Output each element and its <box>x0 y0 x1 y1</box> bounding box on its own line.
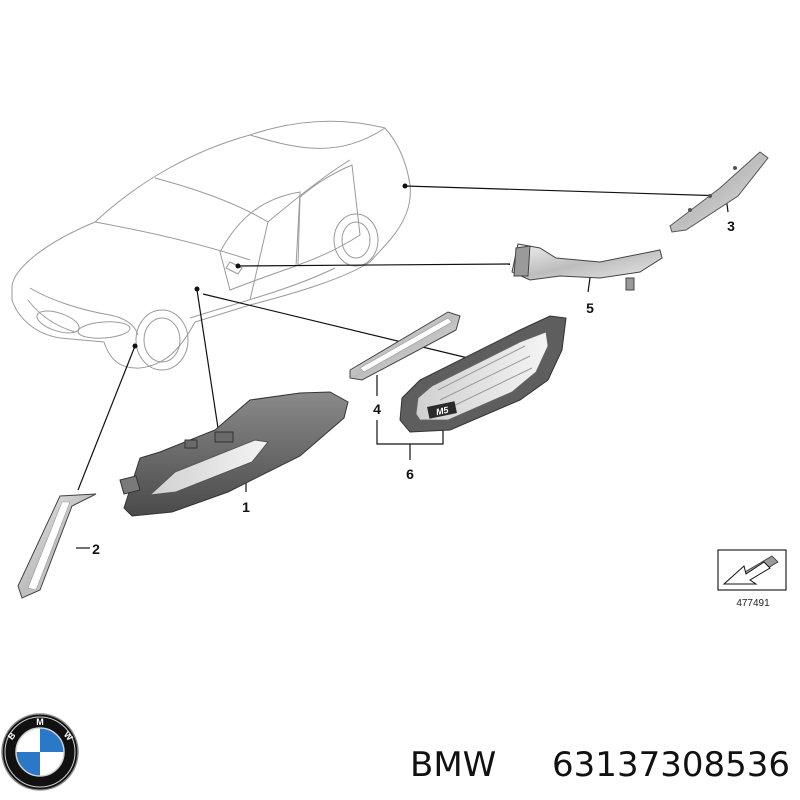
m5-badge-text: M5 <box>435 405 450 418</box>
part-number: 63137308536 <box>552 745 790 785</box>
part-6-grille-trim: M5 <box>399 315 567 433</box>
callout-3: 3 <box>727 218 735 234</box>
callout-5: 5 <box>586 300 594 316</box>
part-1-grille-housing <box>119 391 349 517</box>
part-3-trim-strip <box>669 151 769 233</box>
callout-6: 6 <box>406 466 414 482</box>
arrow-icon <box>722 561 771 585</box>
callout-4: 4 <box>373 401 381 417</box>
logo-letter-m: M <box>36 717 44 727</box>
brand-name: BMW <box>410 745 496 785</box>
logo-letter-b: B <box>6 730 18 742</box>
part-2-pillar-trim <box>17 493 97 599</box>
callout-2: 2 <box>92 541 100 557</box>
car-outline-drawing <box>11 120 411 371</box>
callout-labels: 1 2 3 4 5 6 <box>92 218 735 557</box>
part-4-led-bar <box>349 311 461 381</box>
bmw-logo: B M W <box>1 713 79 791</box>
reference-box: 477491 <box>717 549 787 609</box>
footer-caption: BMW 63137308536 <box>410 745 790 785</box>
callout-1: 1 <box>242 499 250 515</box>
part-5-light-strip <box>511 243 663 291</box>
reference-number: 477491 <box>736 598 770 609</box>
